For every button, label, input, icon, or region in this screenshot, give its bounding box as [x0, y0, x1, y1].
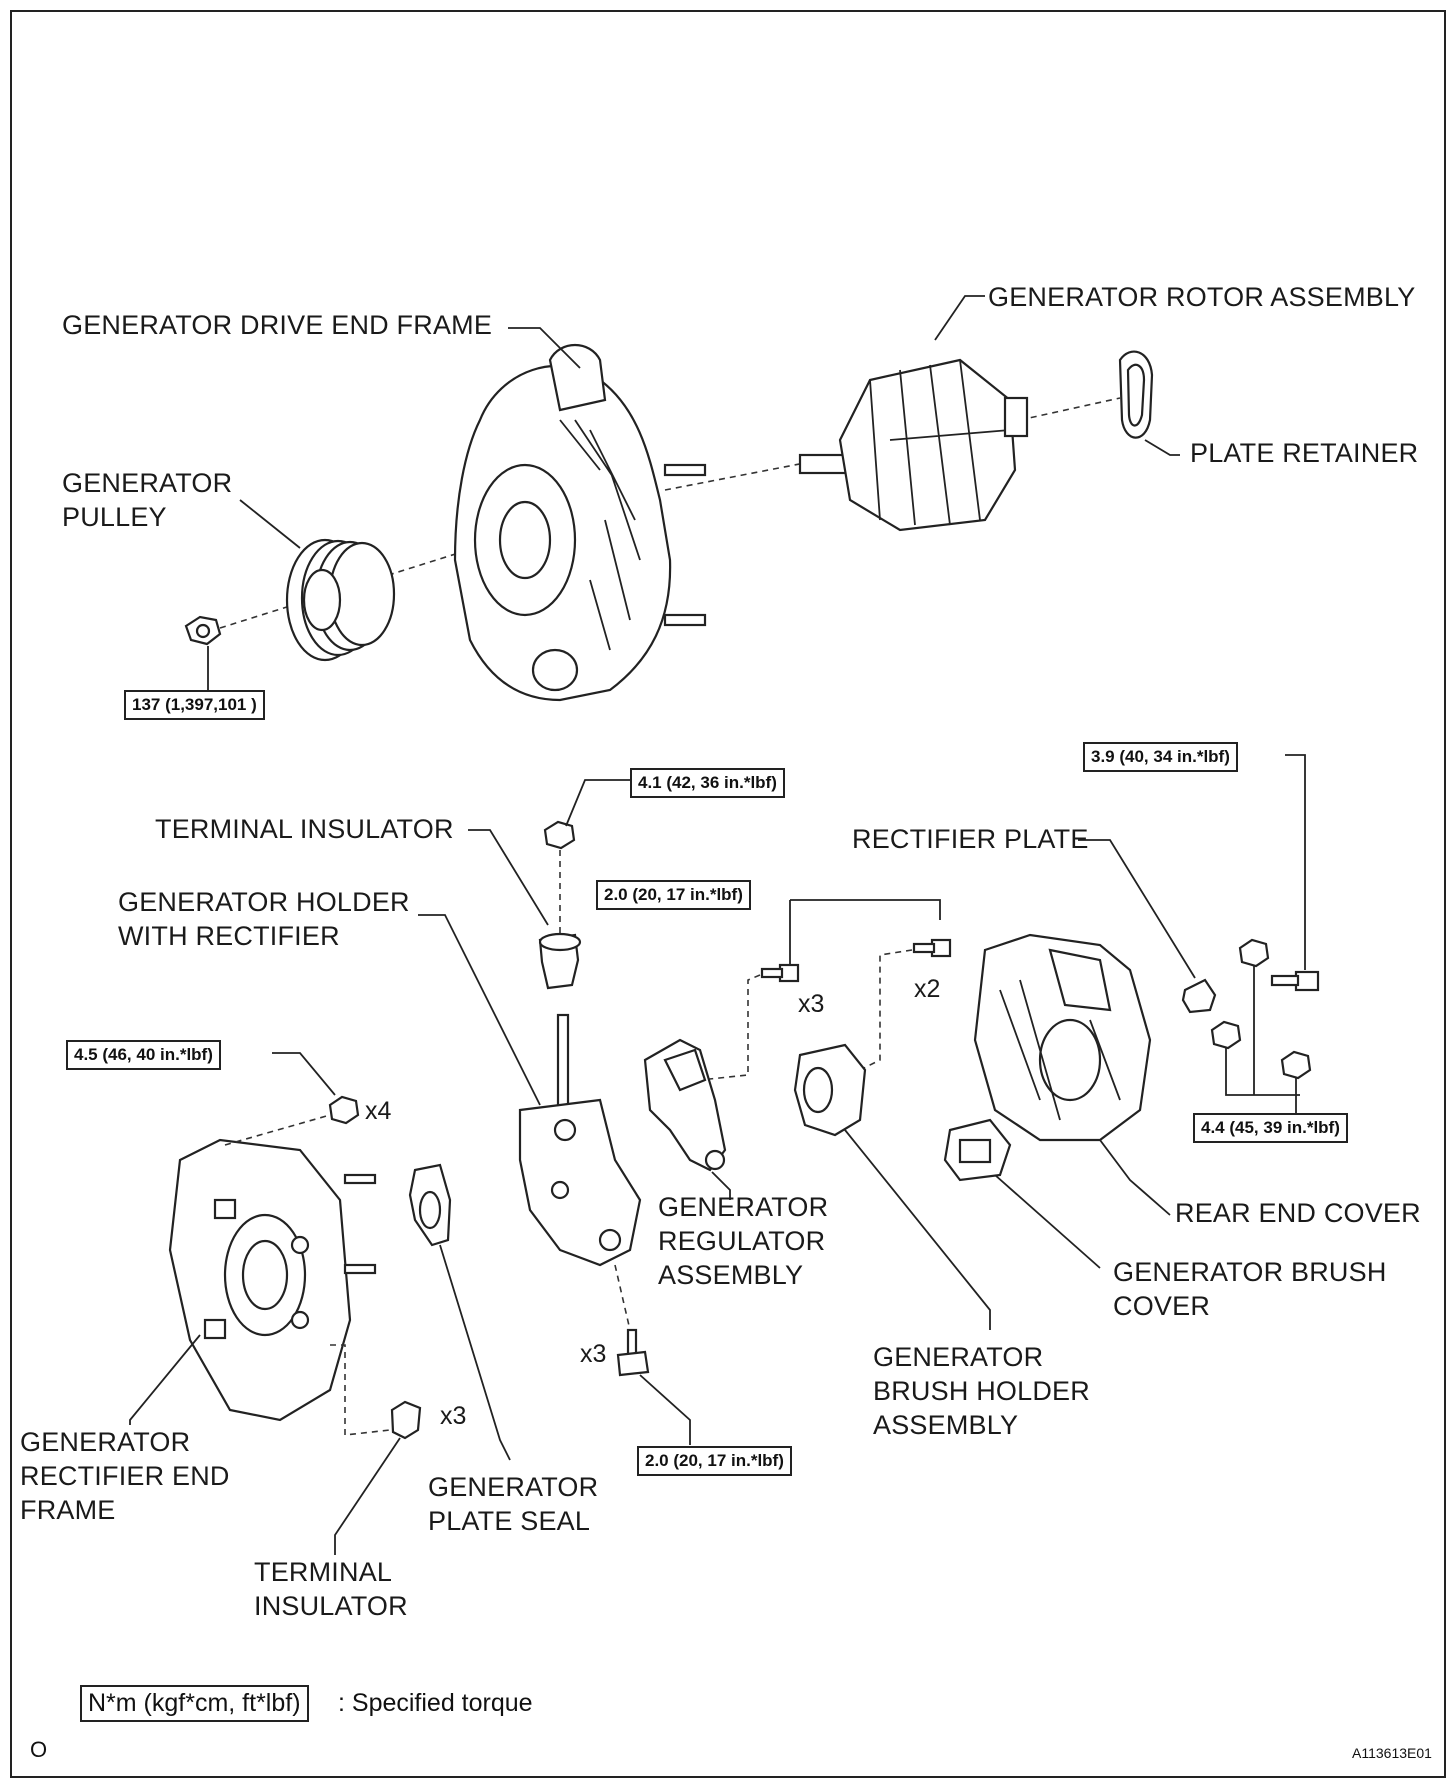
holder-leader: [418, 914, 541, 1106]
holder-with-rectifier-part: [518, 1013, 642, 1267]
axis-frame-rotor-line: [664, 461, 811, 491]
diagram-frame: [10, 10, 1446, 1778]
brush-holder-part: [793, 1043, 867, 1137]
drive-end-frame-part: [453, 344, 707, 702]
plate-seal-part: [408, 1163, 452, 1247]
terminal-insulator-bottom-part: [390, 1400, 422, 1440]
rear-cover-bolt-torque: 3.9 (40, 34 in.*lbf): [1083, 742, 1238, 772]
pulley-nut-part: [184, 615, 222, 646]
rear-end-cover-label: REAR END COVER: [1175, 1198, 1421, 1228]
terminal-nut-torque: 4.1 (42, 36 in.*lbf): [630, 768, 785, 798]
pulley-part: [285, 538, 396, 662]
rectifier-plate-part: [1181, 978, 1217, 1014]
rear-cover-bolt-part: [1270, 970, 1320, 992]
plate-seal-leader: [439, 1244, 511, 1461]
terminal-insulator-bottom-leader: [334, 1437, 401, 1555]
holder-screw-leader: [639, 1374, 691, 1445]
terminal-insulator-top-part: [538, 932, 582, 990]
rotor-leader: [934, 295, 985, 341]
brush-holder-leader: [844, 1129, 991, 1330]
page-mark: O: [30, 1737, 48, 1762]
holder-screw-part: [616, 1328, 650, 1377]
legend-description: : Specified torque: [338, 1689, 533, 1717]
end-frame-nuts-qty: x4: [365, 1097, 392, 1125]
brush-holder-assembly-label: GENERATOR BRUSH HOLDER ASSEMBLY: [873, 1342, 1090, 1440]
brush-cover-label: GENERATOR BRUSH COVER: [1113, 1257, 1387, 1321]
end-frame-nut-part: [328, 1095, 360, 1125]
rotor-assembly-label: GENERATOR ROTOR ASSEMBLY: [988, 282, 1416, 312]
plate-retainer-part: [1118, 350, 1154, 439]
plate-retainer-label: PLATE RETAINER: [1190, 438, 1419, 468]
drive-end-frame-label: GENERATOR DRIVE END FRAME: [62, 310, 493, 340]
axis-rotor-retainer-line: [1019, 397, 1121, 421]
rectifier-plate-label: RECTIFIER PLATE: [852, 824, 1089, 854]
rear-cover-nuts-torque: 4.4 (45, 39 in.*lbf): [1193, 1113, 1348, 1143]
rear-cover-bolt-leader: [1285, 754, 1306, 970]
pulley-nut-torque: 137 (1,397,101 ): [124, 690, 265, 720]
end-frame-nut-leader: [272, 1052, 336, 1096]
rectifier-end-frame-part: [168, 1138, 377, 1422]
rectifier-plate-leader: [1078, 839, 1196, 979]
regulator-screws-torque: 2.0 (20, 17 in.*lbf): [596, 880, 751, 910]
drive-end-frame-leader: [508, 327, 581, 369]
terminal-insulators-qty: x3: [440, 1402, 467, 1430]
regulator-screws-qty: x3: [798, 990, 825, 1018]
brush-cover-part: [943, 1118, 1012, 1182]
rear-end-cover-leader: [1099, 1139, 1171, 1216]
plate-retainer-leader: [1144, 439, 1180, 456]
terminal-nut-part: [543, 820, 576, 850]
brush-holder-screw-part: [912, 938, 952, 958]
rectifier-end-frame-label: GENERATOR RECTIFIER END FRAME: [20, 1427, 230, 1525]
terminal-insulator-bottom-label: TERMINAL INSULATOR: [254, 1557, 408, 1621]
regulator-screw-part: [760, 963, 800, 983]
terminal-insulator-top-label: TERMINAL INSULATOR: [155, 814, 454, 844]
brush-holder-screws-qty: x2: [914, 975, 941, 1003]
legend-unit-box: N*m (kgf*cm, ft*lbf): [80, 1685, 309, 1722]
terminal-nut-leader: [565, 779, 630, 827]
holder-screws-torque: 2.0 (20, 17 in.*lbf): [637, 1446, 792, 1476]
rear-cover-nuts-part: [1210, 938, 1312, 1080]
rotor-assembly-part: [798, 358, 1029, 532]
rear-cover-nuts-leader: [1225, 966, 1300, 1115]
rectifier-end-frame-leader: [129, 1334, 201, 1425]
regulator-leader: [711, 1171, 731, 1200]
regulator-assembly-part: [643, 1038, 727, 1172]
plate-seal-label: GENERATOR PLATE SEAL: [428, 1472, 599, 1536]
holder-with-rectifier-label: GENERATOR HOLDER WITH RECTIFIER: [118, 887, 410, 951]
holder-screws-qty: x3: [580, 1340, 607, 1368]
pulley-leader: [239, 499, 301, 549]
rear-end-cover-part: [973, 933, 1152, 1142]
brush-cover-leader: [994, 1174, 1101, 1269]
regulator-assembly-label: GENERATOR REGULATOR ASSEMBLY: [658, 1192, 829, 1290]
end-frame-nuts-torque: 4.5 (46, 40 in.*lbf): [66, 1040, 221, 1070]
pulley-label: GENERATOR PULLEY: [62, 468, 233, 532]
terminal-insulator-top-leader: [468, 829, 549, 926]
figure-code: A113613E01: [1352, 1745, 1432, 1761]
